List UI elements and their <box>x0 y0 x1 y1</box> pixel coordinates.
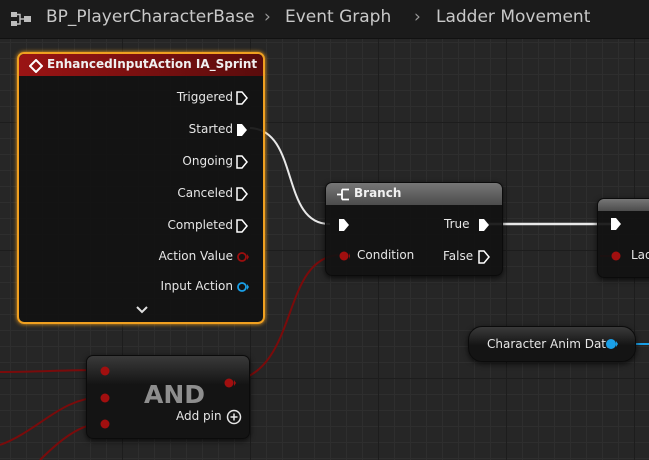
ladder-node-partial[interactable]: Lad <box>597 198 649 278</box>
condition-label: Condition <box>357 248 415 262</box>
branch-node[interactable]: Branch Condition True False <box>325 182 503 276</box>
chevron-right-icon: › <box>414 7 421 27</box>
action-value-pin[interactable] <box>236 250 250 264</box>
false-exec-pin[interactable] <box>478 250 490 264</box>
exec-input-pin[interactable] <box>338 218 350 232</box>
ladder-node-header[interactable] <box>598 199 649 211</box>
exec-output-pin[interactable] <box>236 123 250 137</box>
exec-output-pin[interactable] <box>236 187 250 201</box>
event-diamond-icon <box>29 59 43 73</box>
input-action-pin[interactable] <box>236 280 250 294</box>
add-pin-label[interactable]: Add pin <box>176 409 222 423</box>
and-node[interactable]: AND Add pin <box>86 355 250 439</box>
breadcrumb-bar: BP_PlayerCharacterBase › Event Graph › L… <box>0 0 649 39</box>
ladder-node-label: Lad <box>631 248 649 262</box>
add-pin-icon[interactable] <box>226 409 242 425</box>
event-output-label: Started <box>188 122 233 136</box>
and-input-pin-b[interactable] <box>99 392 111 404</box>
object-output-pin[interactable] <box>605 338 619 350</box>
breadcrumb-collapsed-graph[interactable]: Ladder Movement <box>436 7 591 27</box>
and-output-pin[interactable] <box>223 377 237 389</box>
branch-node-header[interactable]: Branch <box>326 183 502 205</box>
event-output-label: Ongoing <box>182 154 233 168</box>
event-output-label: Canceled <box>177 186 233 200</box>
branch-icon <box>337 188 349 201</box>
and-node-title: AND <box>144 380 206 409</box>
and-input-pin-c[interactable] <box>99 418 111 430</box>
exec-wire-started-branch <box>249 127 331 226</box>
branch-node-title: Branch <box>354 186 402 200</box>
false-label: False <box>443 249 474 263</box>
event-output-label: Action Value <box>158 249 233 263</box>
exec-input-pin[interactable] <box>610 217 622 231</box>
exec-output-pin[interactable] <box>236 91 250 105</box>
event-node-header[interactable]: EnhancedInputAction IA_Sprint <box>19 54 263 76</box>
boolean-input-pin[interactable] <box>610 250 622 262</box>
exec-output-pin[interactable] <box>236 155 250 169</box>
character-anim-data-node[interactable]: Character Anim Data <box>468 326 636 362</box>
chevron-down-icon[interactable] <box>136 306 148 314</box>
true-label: True <box>444 217 470 231</box>
bool-wire-and-condition <box>231 254 339 383</box>
event-output-label: Input Action <box>160 279 233 293</box>
and-input-pin-a[interactable] <box>99 365 111 377</box>
event-node-title: EnhancedInputAction IA_Sprint <box>47 57 258 71</box>
character-anim-data-label: Character Anim Data <box>487 337 614 351</box>
exec-output-pin[interactable] <box>236 219 250 233</box>
chevron-right-icon: › <box>264 7 271 27</box>
event-output-label: Completed <box>167 218 233 232</box>
condition-pin[interactable] <box>338 250 350 262</box>
event-output-label: Triggered <box>176 90 233 104</box>
graph-icon <box>11 12 31 26</box>
breadcrumb-blueprint[interactable]: BP_PlayerCharacterBase <box>46 7 255 27</box>
true-exec-pin[interactable] <box>478 218 490 232</box>
breadcrumb-graph[interactable]: Event Graph <box>285 7 392 27</box>
